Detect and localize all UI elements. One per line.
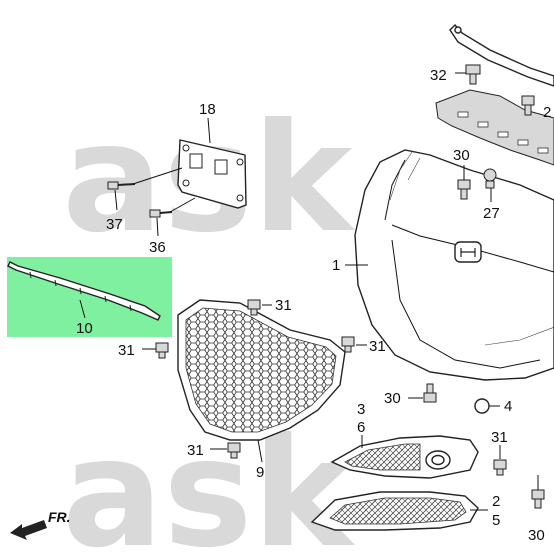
grommet-4-icon[interactable]	[474, 398, 490, 414]
front-direction-arrow-icon	[10, 520, 47, 540]
upper-reinforcement-bar[interactable]	[449, 23, 554, 87]
leader-9	[257, 439, 263, 463]
bolt-32-icon[interactable]	[465, 64, 481, 85]
strip-clips	[29, 271, 132, 312]
callout-10: 10	[76, 320, 93, 337]
callout-30-upper: 30	[453, 147, 470, 164]
screw-37-icon[interactable]	[107, 181, 136, 190]
callout-30-lower: 30	[528, 527, 545, 544]
clip-fastener-31-e-icon[interactable]	[493, 459, 507, 476]
callout-27: 27	[483, 205, 500, 222]
bumper-molding-strip[interactable]	[7, 261, 161, 321]
callout-31-left: 31	[118, 342, 135, 359]
leader-37b	[114, 189, 118, 211]
callout-31-fog: 31	[491, 429, 508, 446]
bolt-30-b-icon[interactable]	[423, 383, 437, 403]
callout-5: 5	[492, 512, 500, 529]
emblem-letter	[460, 248, 476, 257]
bar-bolt-hole	[454, 26, 462, 34]
callout-2-lower: 2	[492, 493, 500, 510]
callout-4: 4	[504, 398, 512, 415]
callout-9: 9	[256, 464, 264, 481]
lower-garnish-grill	[329, 497, 467, 525]
leader-36b	[156, 217, 159, 237]
front-grille-mesh	[185, 307, 337, 433]
clip-fastener-31-b-icon[interactable]	[155, 342, 169, 359]
plate-bracket-holes	[182, 144, 244, 202]
leader-37	[132, 167, 183, 185]
beam-slots	[457, 111, 549, 154]
fog-light-garnish-grill	[344, 443, 421, 471]
callout-18: 18	[199, 101, 216, 118]
bumper-lower-opening	[391, 239, 541, 369]
leader-36	[169, 197, 196, 213]
callout-31-grille-bottom: 31	[187, 442, 204, 459]
callout-6: 6	[357, 419, 365, 436]
callout-1: 1	[332, 257, 340, 274]
clip-2-icon[interactable]	[521, 95, 535, 116]
callout-31-grille-top: 31	[275, 297, 292, 314]
callout-32: 32	[430, 67, 447, 84]
callout-36: 36	[149, 239, 166, 256]
callout-3: 3	[357, 401, 365, 418]
callout-30-middle: 30	[384, 390, 401, 407]
clip-fastener-31-a-icon[interactable]	[247, 299, 261, 316]
bumper-side-curve	[384, 159, 406, 221]
upper-beam-bracket[interactable]	[435, 89, 554, 166]
screw-36-icon[interactable]	[149, 209, 173, 218]
screw-27-icon[interactable]	[483, 168, 497, 189]
front-direction-label: FR.	[48, 509, 71, 525]
bolt-30-c-icon[interactable]	[531, 489, 545, 509]
callout-37: 37	[106, 216, 123, 233]
leader-18	[207, 117, 211, 144]
leader-10	[79, 299, 86, 319]
bumper-flange	[389, 151, 554, 346]
clip-fastener-31-c-icon[interactable]	[341, 336, 355, 353]
clip-fastener-31-d-icon[interactable]	[227, 442, 241, 459]
fog-light-hole-inner	[431, 454, 445, 466]
callout-2-upper: 2	[543, 104, 551, 121]
callout-31-right: 31	[369, 338, 386, 355]
